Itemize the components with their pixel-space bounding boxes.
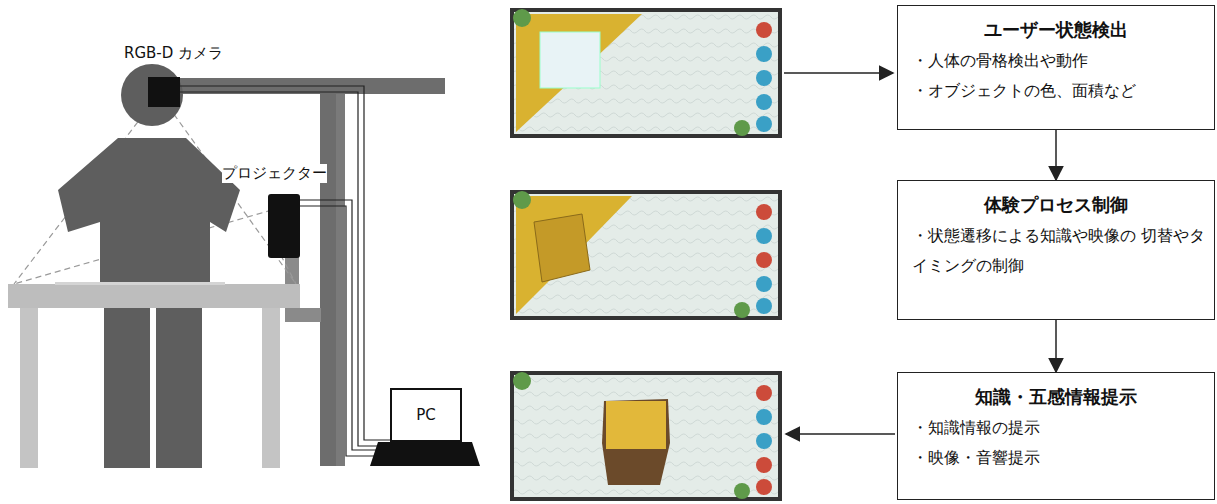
- process-box: 体験プロセス制御・状態遷移による知識や映像の 切替やタイミングの制御: [897, 180, 1215, 320]
- output-arrow: [786, 433, 895, 435]
- input-arrow: [784, 72, 893, 74]
- process-box: 知識・五感情報提示・知識情報の提示・映像・音響提示: [897, 372, 1215, 500]
- laptop-base: [370, 442, 480, 466]
- box-bullet: ・映像・音響提示: [898, 443, 1214, 473]
- flow-arrow: [1055, 130, 1057, 180]
- table: [8, 282, 300, 468]
- device-label: プロジェクター: [222, 164, 327, 183]
- projection-screenshot: [512, 191, 780, 318]
- box-bullet: ・状態遷移による知識や映像の 切替やタイミングの制御: [898, 221, 1214, 281]
- box-heading: 体験プロセス制御: [898, 193, 1214, 217]
- rgbd-camera: [148, 77, 180, 107]
- laptop-screen: PC: [390, 388, 462, 442]
- flow-arrow: [1055, 320, 1057, 372]
- cables: [180, 86, 412, 456]
- projector: [268, 194, 300, 258]
- box-bullet: ・オブジェクトの色、面積など: [898, 76, 1214, 106]
- box-heading: ユーザー状態検出: [898, 18, 1214, 42]
- box-bullet: ・知識情報の提示: [898, 413, 1214, 443]
- projection-screenshot: [512, 372, 780, 499]
- process-box: ユーザー状態検出・人体の骨格検出や動作・オブジェクトの色、面積など: [897, 5, 1215, 130]
- box-heading: PC: [416, 406, 436, 424]
- box-bullet: ・人体の骨格検出や動作: [898, 46, 1214, 76]
- device-label: RGB-D カメラ: [124, 44, 223, 63]
- person-silhouette: [58, 64, 240, 468]
- projection-screenshot: [512, 9, 780, 136]
- box-heading: 知識・五感情報提示: [898, 385, 1214, 409]
